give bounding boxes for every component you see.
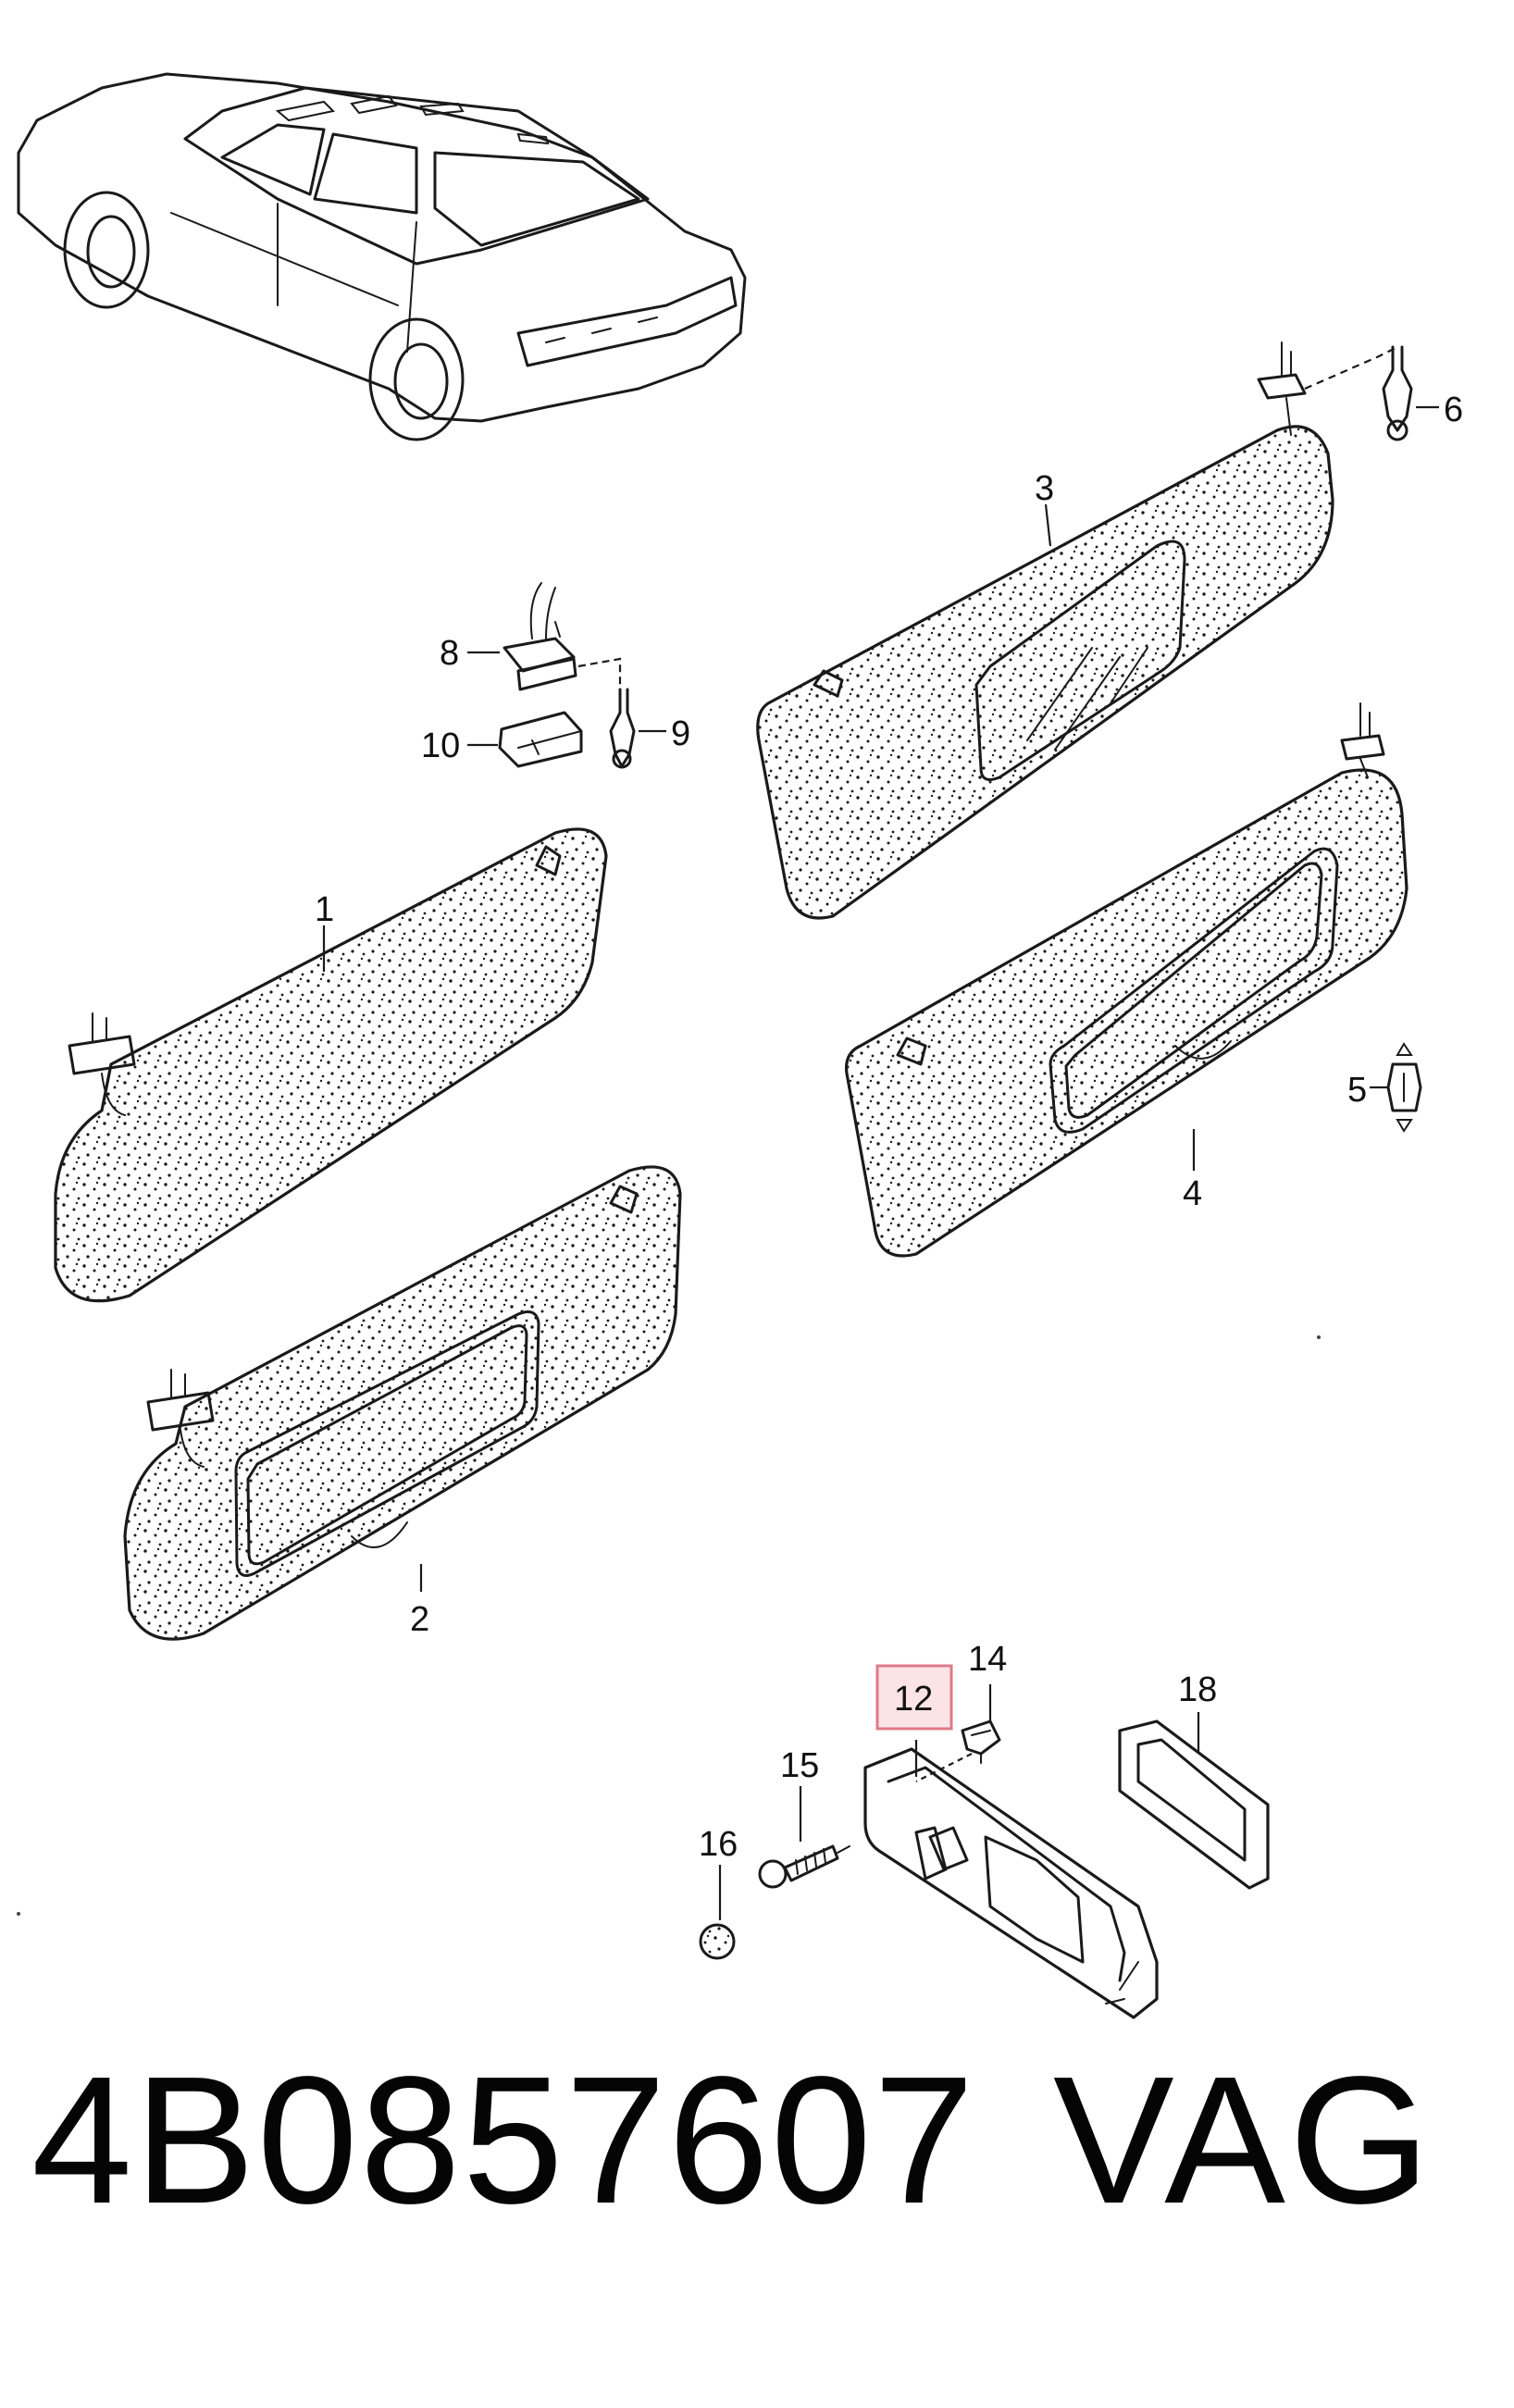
callout-5: 5	[1347, 1071, 1367, 1110]
hinge-clip-6	[1257, 341, 1439, 441]
bulb-5	[1386, 1042, 1422, 1133]
cap-16	[699, 1923, 736, 1960]
brand-label: VAG	[1053, 2039, 1434, 2241]
callout-14: 14	[968, 1640, 1007, 1679]
callout-3: 3	[1035, 469, 1054, 508]
callout-18: 18	[1178, 1670, 1217, 1709]
callout-8: 8	[440, 634, 459, 673]
sun-visor-2	[123, 1165, 682, 1641]
car-illustration	[17, 72, 747, 441]
callout-9: 9	[671, 714, 690, 753]
callout-2: 2	[410, 1600, 429, 1639]
callout-1: 1	[315, 890, 334, 929]
callout-16: 16	[699, 1825, 738, 1864]
callout-12: 12	[894, 1680, 933, 1719]
part-number: 4B0857607	[31, 2039, 976, 2241]
screw-15	[758, 1844, 850, 1889]
callout-15: 15	[780, 1746, 819, 1785]
callout-10: 10	[421, 726, 460, 765]
sun-visor-4	[844, 702, 1409, 1258]
clip-assembly-8-9-10	[467, 582, 666, 769]
callout-6: 6	[1444, 391, 1463, 429]
clip-14	[915, 1719, 1001, 1782]
callout-12-highlight	[875, 1664, 953, 1731]
sun-visor-3	[756, 425, 1334, 920]
sun-visor-1	[54, 827, 608, 1303]
mirror-frame-12	[863, 1747, 1159, 2019]
callout-4: 4	[1183, 1174, 1202, 1213]
leader-lines	[322, 503, 1388, 1920]
lens-cover-18	[1118, 1719, 1270, 1890]
